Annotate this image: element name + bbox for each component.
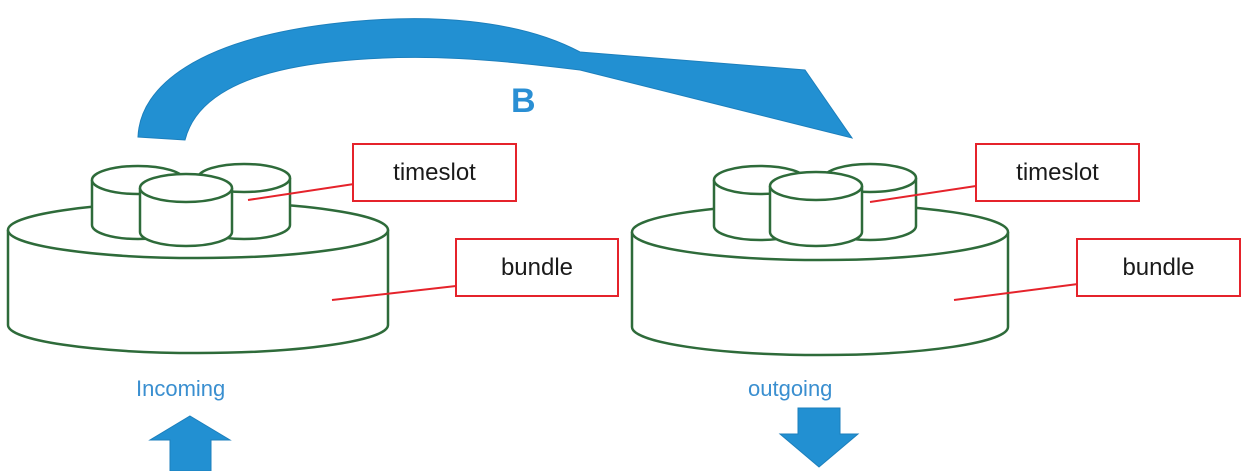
- outgoing-caption: outgoing: [748, 376, 833, 401]
- outgoing-arrow-down-icon: [778, 407, 860, 468]
- transfer-label: B: [511, 82, 536, 120]
- transfer-arc-arrow: [137, 18, 854, 141]
- incoming-arrow-up-icon: [148, 415, 232, 471]
- timeslot-cylinder-front: [138, 172, 234, 248]
- incoming-bundle-assembly: [6, 162, 457, 355]
- timeslot-callout-right: timeslot: [975, 143, 1140, 202]
- timeslot-callout-left: timeslot: [352, 143, 517, 202]
- outgoing-bundle-assembly: [630, 162, 1079, 357]
- bundle-callout-right: bundle: [1076, 238, 1241, 297]
- bundle-callout-left: bundle: [455, 238, 619, 297]
- timeslot-leader-line-right: [869, 185, 977, 203]
- bundle-leader-line-right: [953, 283, 1079, 301]
- timeslot-cylinder-front: [768, 170, 864, 248]
- bundle-leader-line-left: [331, 285, 457, 301]
- timeslot-leader-line-left: [247, 183, 355, 201]
- incoming-caption: Incoming: [136, 376, 226, 401]
